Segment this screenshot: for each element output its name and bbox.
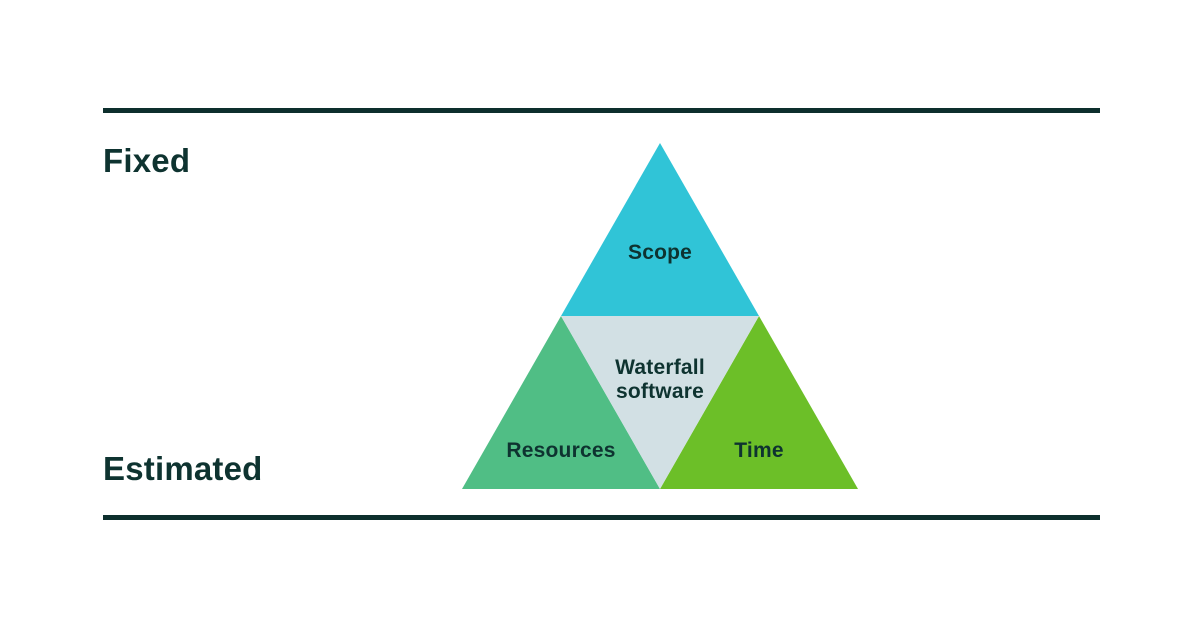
- estimated-section-label: Estimated: [103, 450, 263, 487]
- fixed-section-label: Fixed: [103, 142, 191, 179]
- center-label: Waterfall software: [615, 356, 705, 403]
- time-triangle-shape: [660, 316, 858, 489]
- iron-triangle-diagram: [462, 143, 858, 489]
- center-triangle-shape: [561, 316, 759, 489]
- bottom-divider-line: [103, 515, 1100, 520]
- scope-triangle-shape: [561, 143, 759, 316]
- time-label: Time: [734, 439, 784, 462]
- scope-label: Scope: [627, 241, 693, 264]
- resources-triangle-shape: [462, 316, 660, 489]
- top-divider-line: [103, 108, 1100, 113]
- resources-label: Resources: [506, 439, 616, 462]
